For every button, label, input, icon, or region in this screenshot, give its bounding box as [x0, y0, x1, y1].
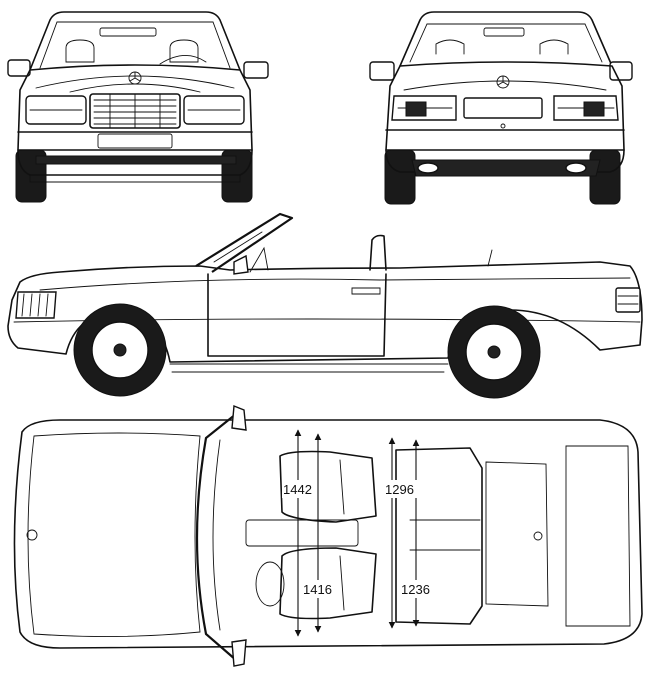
dim-label-rear-hip: 1236 [401, 582, 430, 597]
side-view [7, 212, 643, 399]
dim-label-rear-shoulder: 1296 [385, 482, 414, 497]
dim-label-front-hip: 1416 [303, 582, 332, 597]
rear-view [369, 11, 633, 205]
front-view [7, 11, 269, 203]
dim-label-front-shoulder: 1442 [283, 482, 312, 497]
top-view: 1442 1296 1416 1236 [13, 405, 643, 667]
